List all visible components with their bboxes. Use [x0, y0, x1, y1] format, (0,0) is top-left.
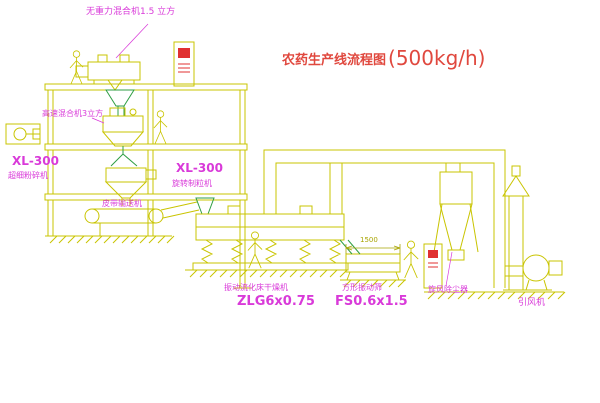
- fluid-bed-dryer: [192, 205, 349, 271]
- label-mill-model: XL-300: [12, 154, 59, 168]
- label-fan: 引风机: [518, 298, 546, 308]
- label-dryer-model: ZLG6x0.75: [237, 294, 315, 309]
- person-icon: [153, 110, 168, 145]
- label-mill-name: 超细粉碎机: [8, 171, 48, 180]
- label-dimension-1500: 1500: [360, 236, 378, 244]
- label-granulator-model: XL-300: [176, 161, 223, 175]
- label-sieve-name: 方形振动筛: [342, 283, 382, 292]
- exhaust-stack: [502, 165, 530, 291]
- diagram-title: 农药生产线流程图 (500kg/h): [282, 46, 486, 70]
- zero-gravity-mixer: [75, 54, 141, 91]
- ground-hatch-dryer: [185, 269, 348, 278]
- ground-hatch-right: [424, 291, 566, 300]
- label-dryer-name: 振动流化床干燥机: [224, 283, 288, 292]
- dimension-line: [345, 244, 401, 254]
- structure-frame: [44, 83, 252, 289]
- ground-hatch-sieve: [340, 279, 406, 288]
- title-text: 农药生产线流程图: [282, 52, 387, 68]
- label-granulator-name: 旋转制粒机: [172, 179, 212, 188]
- person-icon: [403, 240, 419, 279]
- control-cabinet: [423, 243, 443, 289]
- label-gravity-mixer: 无重力混合机1.5 立方: [86, 7, 176, 17]
- belt-conveyor: [84, 208, 164, 236]
- exhaust-duct: [263, 149, 506, 288]
- control-cabinet: [173, 41, 195, 87]
- high-speed-mixer: [101, 107, 145, 147]
- cyclone-separator: [433, 171, 479, 261]
- y-pipe: [110, 146, 138, 167]
- pulverizer: [5, 123, 41, 145]
- label-sieve-model: FS0.6x1.5: [335, 294, 408, 309]
- vibrating-sieve: [345, 253, 401, 281]
- leader-lines: [91, 23, 453, 287]
- label-high-speed-mixer: 高速混合机3立方: [42, 109, 104, 118]
- granulator: [104, 167, 157, 206]
- feed-chute: [160, 201, 200, 219]
- title-capacity: (500kg/h): [388, 46, 486, 70]
- label-cyclone: 旋风除尘器: [428, 285, 468, 294]
- ground-hatch-structure: [45, 235, 175, 244]
- label-belt-conveyor: 皮带输送机: [102, 199, 142, 208]
- induced-draft-fan: [505, 254, 563, 291]
